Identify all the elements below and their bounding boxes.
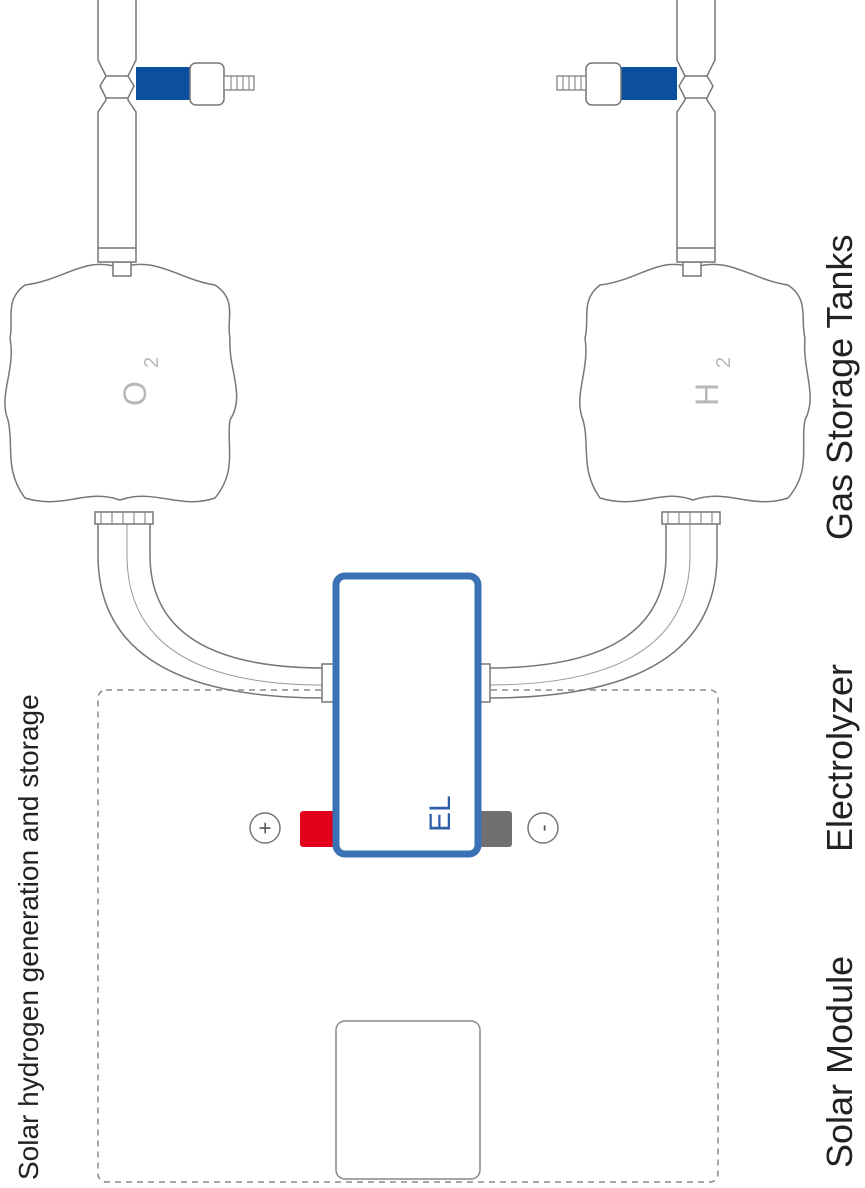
hydrogen-tank[interactable]: H 2 (579, 263, 811, 503)
hydrogen-tank-shape (579, 263, 811, 503)
hydrogen-outlet-column (676, 0, 716, 277)
negative-terminal-plug (478, 811, 512, 847)
hydrogen-valve-nozzle (556, 75, 587, 91)
oxygen-valve-knob (189, 62, 225, 106)
oxygen-subscript: 2 (141, 357, 163, 368)
oxygen-tank-shape (4, 263, 238, 503)
hydrogen-symbol: H (689, 383, 725, 406)
electrolyzer-label: EL (424, 795, 457, 832)
oxygen-valve-blue (136, 67, 190, 100)
negative-terminal[interactable]: - (478, 811, 559, 847)
label-gas-storage-tanks: Gas Storage Tanks (819, 234, 860, 540)
oxygen-valve[interactable] (136, 62, 255, 106)
electrolyzer[interactable]: EL (332, 572, 482, 858)
hydrogen-tube (477, 511, 721, 703)
label-electrolyzer: Electrolyzer (819, 664, 860, 852)
hydrogen-subscript: 2 (713, 357, 735, 368)
oxygen-symbol: O (117, 381, 153, 406)
negative-terminal-symbol: - (531, 824, 556, 831)
hydrogen-valve-blue (621, 67, 677, 100)
negative-terminal-circle (527, 812, 559, 844)
hydrogen-valve[interactable] (556, 62, 677, 106)
positive-terminal-symbol: + (253, 822, 278, 835)
solar-module-slot (335, 1020, 481, 1180)
oxygen-tank[interactable]: O 2 (4, 263, 238, 503)
electrolyzer-body (332, 572, 482, 858)
positive-terminal[interactable]: + (249, 811, 336, 847)
hydrogen-valve-knob (585, 62, 622, 106)
positive-terminal-circle (249, 812, 281, 844)
positive-terminal-plug (300, 811, 336, 847)
oxygen-outlet-column (97, 0, 137, 277)
label-solar-module: Solar Module (819, 956, 860, 1168)
diagram-title: Solar hydrogen generation and storage (13, 694, 44, 1180)
oxygen-tube (94, 511, 335, 703)
